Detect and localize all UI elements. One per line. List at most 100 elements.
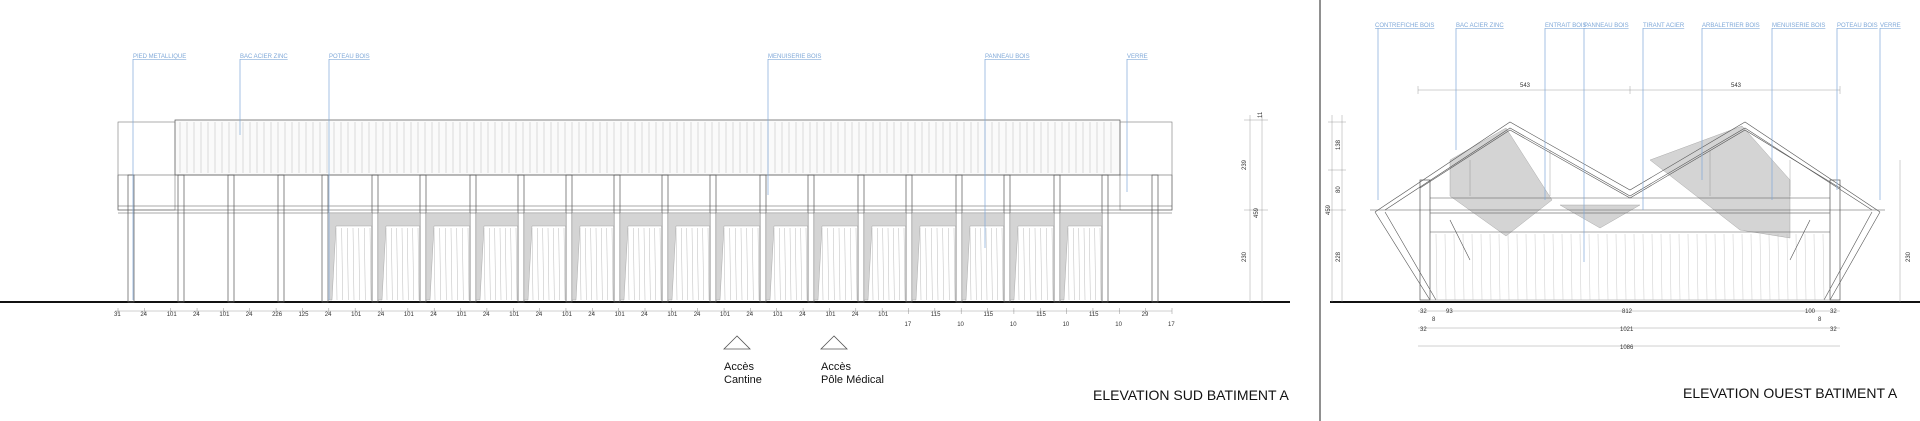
ouest-dim-8a: 8 [1432,317,1436,323]
sud-bay-shade [619,212,663,301]
access-cantine-arrow [723,335,751,350]
sud-dim-label: 24 [799,312,806,318]
access-pole-medical-line1: Accès [821,361,851,373]
sud-dim-label: 101 [825,312,836,318]
sud-post [177,174,185,303]
access-cantine-line1: Accès [724,361,754,373]
label-menuiserie-bois-ouest: MENUISERIE BOIS [1772,23,1825,29]
label-pied-metallique: PIED METALLIQUE [133,54,186,60]
sud-dim-label: 24 [536,312,543,318]
sud-dim-label: 115 [984,312,994,318]
sud-post [419,174,427,303]
ouest-roof-outer [1374,121,1881,213]
sud-post [1151,174,1159,303]
sud-post [127,174,135,303]
sud-dim-label: 101 [219,312,230,318]
label-entrait-bois: ENTRAIT BOIS [1545,23,1587,29]
sud-post [1003,174,1011,303]
sud-bay-shade [813,212,859,301]
ouest-dim-812: 812 [1622,309,1633,315]
sud-post [661,174,669,303]
sud-dim-label: 101 [773,312,784,318]
sud-post [371,174,379,303]
sud-dim-label: 10 [1010,322,1017,328]
sud-post [613,174,621,303]
sud-dim-label: 101 [562,312,573,318]
sud-vdim-230: 230 [1242,251,1248,262]
ouest-dim-93: 93 [1446,309,1453,315]
sud-dim-label: 115 [931,312,941,318]
ouest-vdim-459: 459 [1326,204,1332,215]
ouest-gable-shade-left [1449,127,1553,237]
ouest-dim-32a: 32 [1420,309,1427,315]
sud-dim-label: 24 [483,312,490,318]
label-contrefiche-bois: CONTREFICHE BOIS [1375,23,1434,29]
sud-dim-label: 101 [351,312,362,318]
sud-post [857,174,865,303]
sud-post [227,174,235,303]
sud-dim-label: 10 [957,322,964,328]
sud-bay-shade [911,212,957,301]
sud-dim-label: 115 [1089,312,1099,318]
sud-post [759,174,767,303]
access-cantine-line2: Cantine [724,374,762,386]
label-verre: VERRE [1127,54,1148,60]
sud-post [565,174,573,303]
sud-post [469,174,477,303]
sud-dim-label: 10 [1063,322,1070,328]
access-pole-medical: Accès Pôle Médical [820,335,884,386]
sud-dim-label: 24 [852,312,859,318]
sud-dim-label: 101 [457,312,468,318]
ouest-center-shade [1559,204,1641,229]
ouest-roof-inner [1384,127,1873,211]
sud-dim-label: 24 [588,312,595,318]
ouest-dim-32b: 32 [1830,309,1837,315]
sud-dim-label: 17 [905,322,912,328]
ouest-top-dim-left: 543 [1520,83,1531,89]
sud-bay-shade [523,212,567,301]
sud-dim-label: 24 [746,312,753,318]
sud-vdim-239: 239 [1242,159,1248,170]
sud-post [1053,174,1061,303]
ouest-dim-1021: 1021 [1620,327,1634,333]
sud-posts [127,174,1159,303]
sud-dim-label: 115 [1036,312,1046,318]
ouest-top-dim-right: 543 [1731,83,1742,89]
sud-dim-label: 24 [246,312,253,318]
ouest-post-right [1829,179,1841,301]
ouest-dim-100: 100 [1805,309,1816,315]
sud-dim-label: 24 [193,312,200,318]
sud-end-right [1119,121,1173,211]
sud-vdim-11: 11 [1258,111,1264,118]
ouest-top-dims: 543 543 [1417,83,1841,94]
label-arbaletrier-bois: ARBALETRIER BOIS [1702,23,1760,29]
sud-post [905,174,913,303]
sud-dim-label: 101 [404,312,415,318]
ouest-vdim-80: 80 [1336,186,1342,193]
sud-labels: PIED METALLIQUE BAC ACIER ZINC POTEAU BO… [132,54,1148,300]
ouest-elevation: 138 80 459 228 230 543 543 [1326,83,1912,302]
sud-dim-label: 31 [114,312,121,318]
ouest-vdim-230: 230 [1906,251,1912,262]
sud-post [709,174,717,303]
sud-post [277,174,285,303]
ouest-infill [1429,212,1831,301]
sud-bay-shade [425,212,471,301]
ouest-dim-32d: 32 [1830,327,1837,333]
sud-dim-label: 10 [1115,322,1122,328]
sud-post [517,174,525,303]
sud-panels [327,212,1103,301]
sud-vdim-459: 459 [1254,207,1260,218]
sud-end-left [117,121,176,211]
label-panneau-bois: PANNEAU BOIS [985,54,1030,60]
sud-dim-label: 24 [694,312,701,318]
access-cantine: Accès Cantine [723,335,762,386]
label-bac-acier-zinc-ouest: BAC ACIER ZINC [1456,23,1504,29]
sud-bay-shade [377,212,421,301]
sud-bay-shade [715,212,761,301]
label-verre-ouest: VERRE [1880,23,1901,29]
label-panneau-bois-ouest: PANNEAU BOIS [1584,23,1629,29]
sud-dim-label: 101 [509,312,520,318]
label-bac-acier-zinc: BAC ACIER ZINC [240,54,288,60]
